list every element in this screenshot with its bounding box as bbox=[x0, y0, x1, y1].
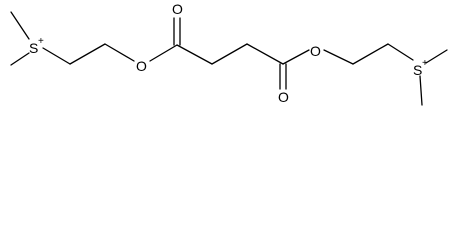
bond-carbonyl-o-right bbox=[282, 49, 310, 65]
bond-skeleton bbox=[10, 11, 448, 106]
bond-ch2-s-right bbox=[387, 43, 414, 61]
right-sulfonium-atom: S + bbox=[413, 58, 428, 78]
bond-ch2-ch2-right bbox=[352, 43, 389, 65]
bond-left-methyl-top bbox=[10, 11, 30, 40]
left-sulfonium-atom: S + bbox=[29, 36, 44, 56]
atom-labels: S + O O O O S + bbox=[29, 1, 428, 105]
right-carbonyl-oxygen: O bbox=[278, 89, 289, 105]
bond-ch2-carbonyl-right bbox=[246, 43, 284, 65]
bond-ch2-ch2-center bbox=[211, 43, 248, 65]
bond-o-carbonyl-left bbox=[149, 44, 178, 62]
bond-right-methyl-bottom bbox=[419, 75, 423, 106]
bond-right-methyl-top bbox=[425, 49, 448, 64]
bond-ch2-o-left bbox=[104, 43, 135, 62]
left-carbonyl-oxygen: O bbox=[172, 1, 183, 17]
left-sulfonium-symbol: S bbox=[29, 40, 38, 56]
right-ester-oxygen: O bbox=[310, 43, 321, 59]
bond-left-methyl-bottom bbox=[10, 52, 30, 66]
bond-o-ch2-right bbox=[323, 49, 354, 65]
molecule-diagram: S + O O O O S + bbox=[10, 1, 448, 106]
right-sulfonium-symbol: S bbox=[413, 62, 422, 78]
bond-s-ch2-left bbox=[42, 47, 71, 65]
bond-ch2-ch2-left bbox=[69, 43, 106, 65]
left-sulfonium-charge: + bbox=[38, 36, 44, 47]
bond-carbonyl-ch2-left bbox=[176, 44, 213, 65]
left-ester-oxygen: O bbox=[136, 58, 147, 74]
right-sulfonium-charge: + bbox=[422, 58, 428, 69]
